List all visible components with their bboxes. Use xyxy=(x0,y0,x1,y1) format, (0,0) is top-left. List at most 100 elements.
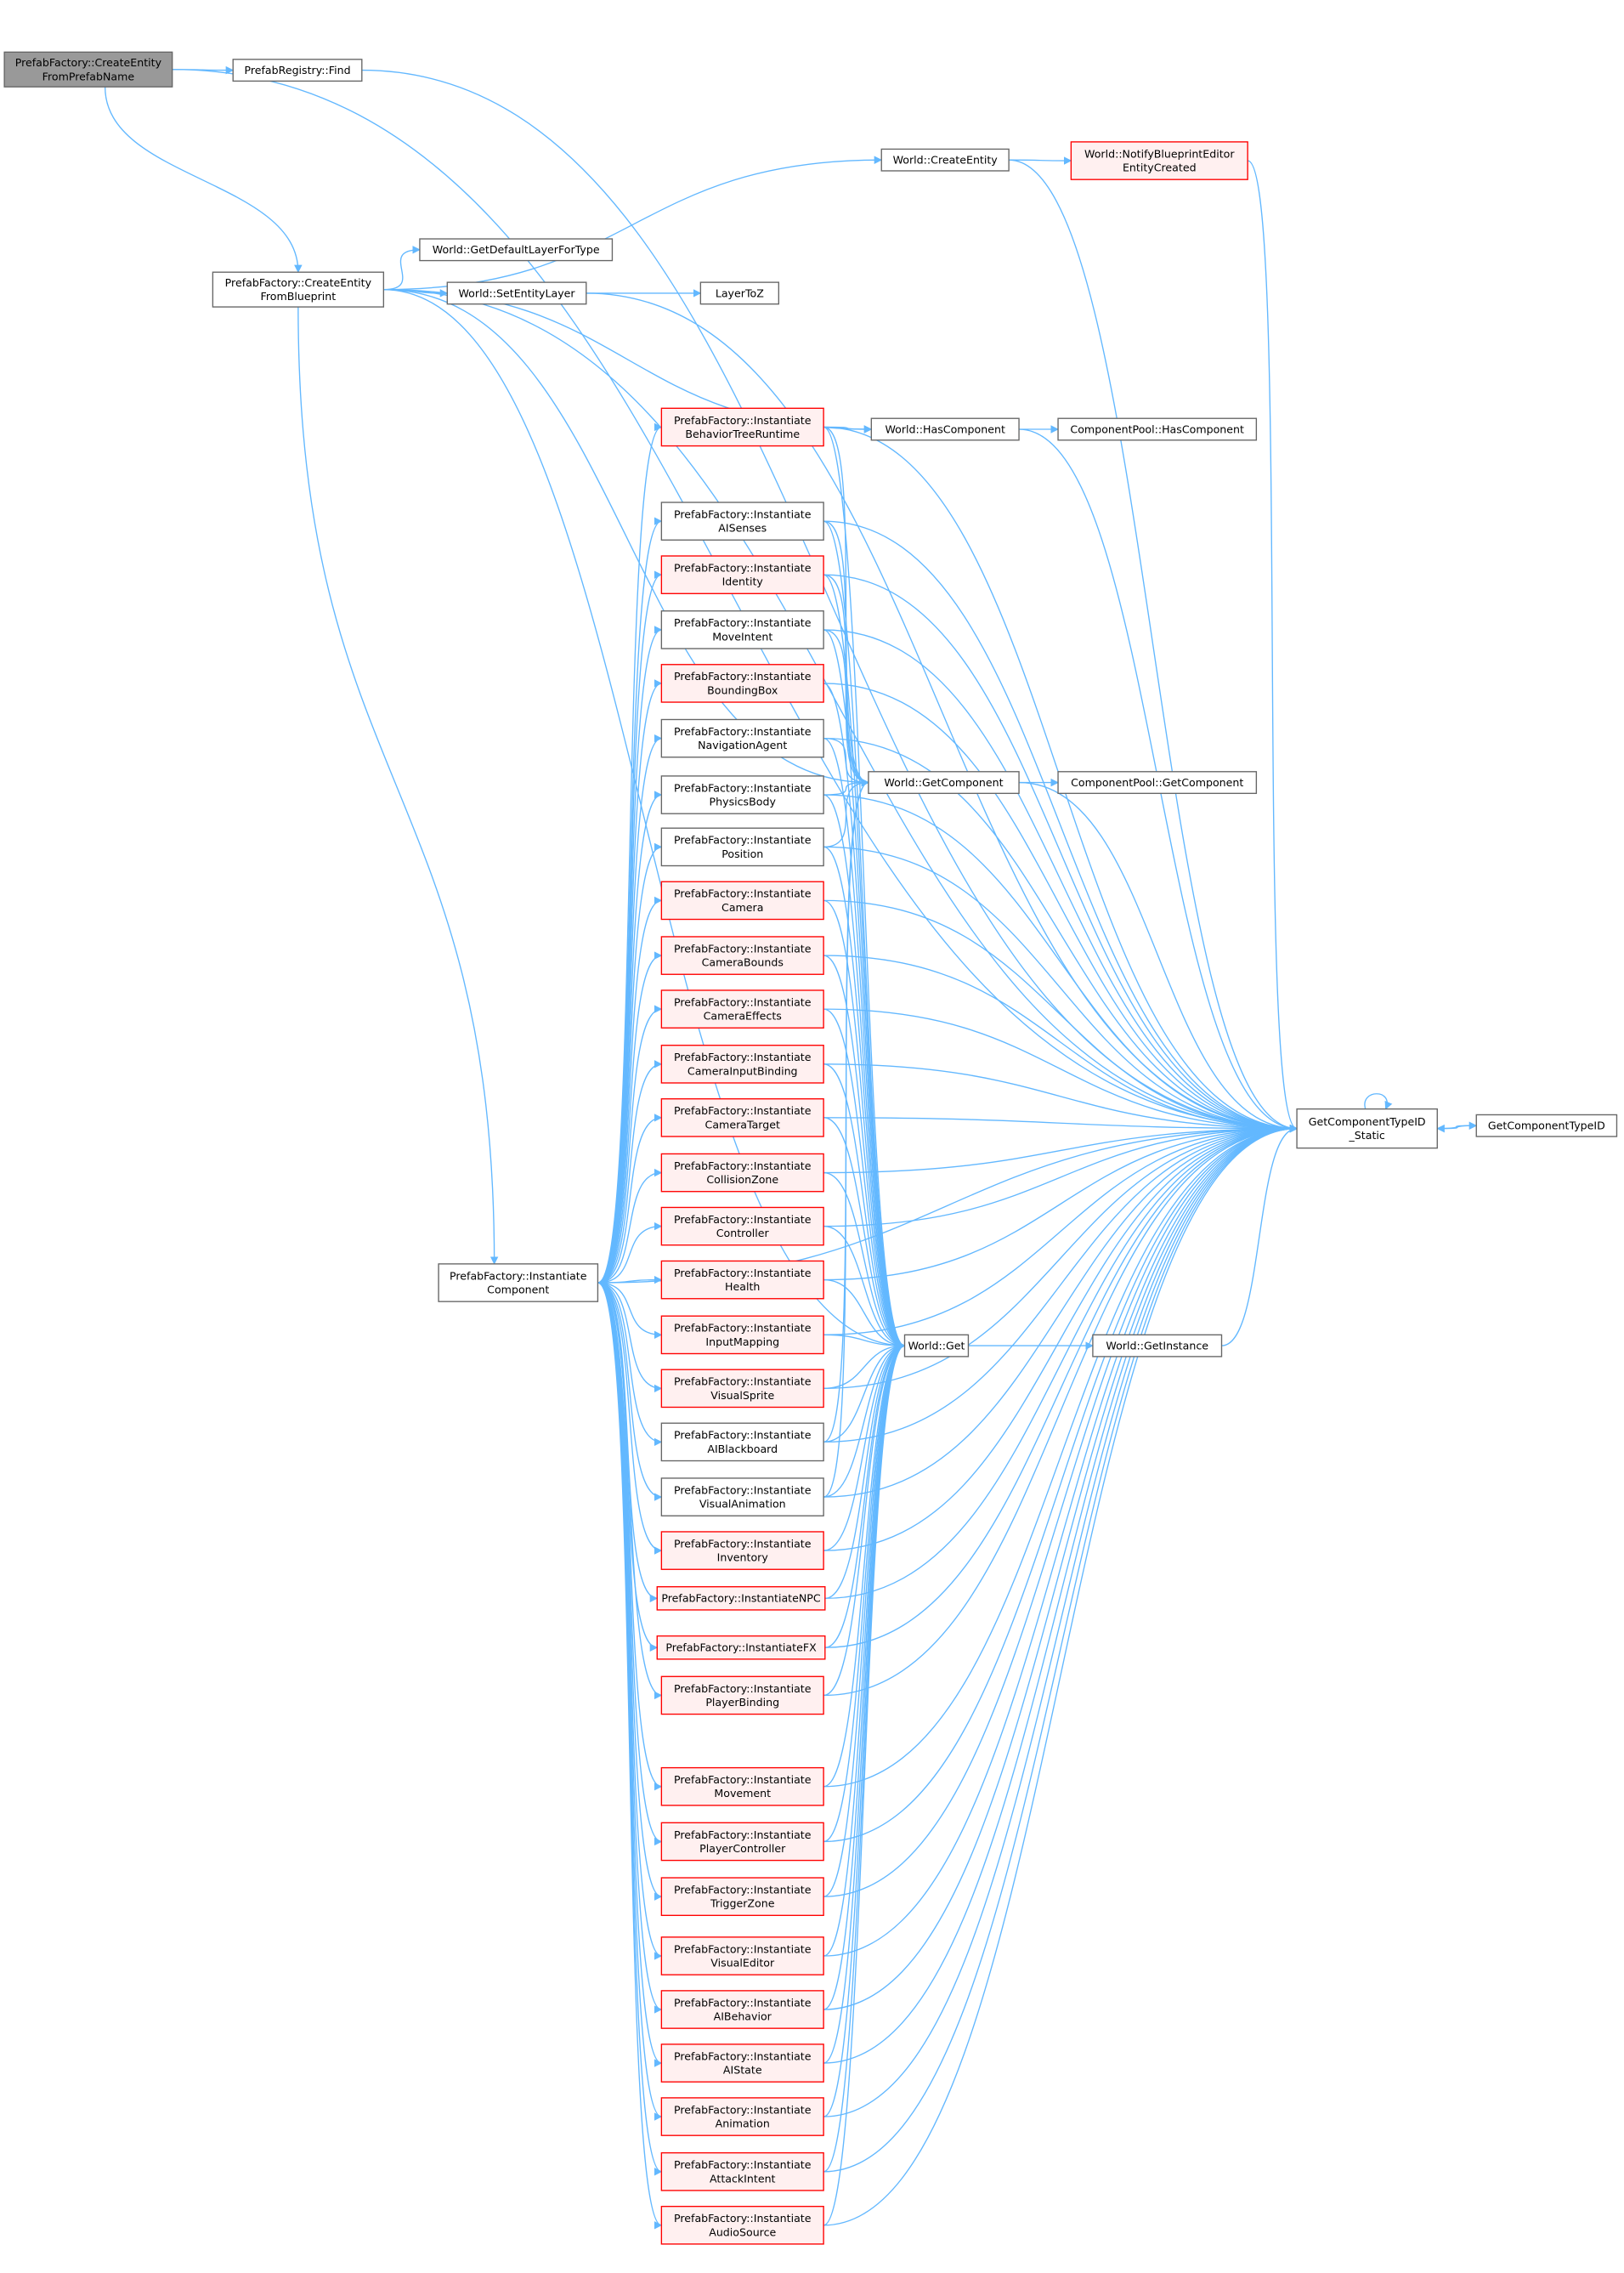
node-get[interactable]: World::Get xyxy=(903,1334,970,1358)
node-gcti[interactable]: GetComponentTypeID xyxy=(1475,1114,1618,1137)
node-poolHas[interactable]: ComponentPool::HasComponent xyxy=(1057,417,1258,441)
node-box xyxy=(903,1334,970,1358)
node-box xyxy=(660,1045,824,1084)
edge-i_bbox-to-gctis xyxy=(823,683,1299,1133)
node-i_btr[interactable]: PrefabFactory::InstantiateBehaviorTreeRu… xyxy=(660,407,824,447)
node-setLayer[interactable]: World::SetEntityLayer xyxy=(446,281,587,305)
edge-i_move-to-gctis xyxy=(823,1124,1299,1788)
node-label: AISenses xyxy=(718,522,767,535)
edge-i_anim-to-get xyxy=(823,1341,906,2117)
node-getComp[interactable]: World::GetComponent xyxy=(868,771,1020,795)
node-i_nav[interactable]: PrefabFactory::InstantiateNavigationAgen… xyxy=(660,718,824,758)
edge-instComp-to-i_vsprite xyxy=(597,1282,663,1393)
node-find[interactable]: PrefabRegistry::Find xyxy=(232,59,363,82)
node-box xyxy=(212,271,385,308)
node-hasComp[interactable]: World::HasComponent xyxy=(870,417,1020,441)
edge-cefb-to-createEntity xyxy=(383,156,883,291)
edge-i_pctrl-to-get xyxy=(823,1341,906,1843)
node-getInst[interactable]: World::GetInstance xyxy=(1092,1334,1223,1358)
edge-gctis-to-gctis xyxy=(1364,1093,1393,1110)
node-i_pctrl[interactable]: PrefabFactory::InstantiatePlayerControll… xyxy=(660,1822,824,1862)
node-label: PrefabFactory::InstantiateNPC xyxy=(661,1592,820,1605)
edge-i_trig-to-get xyxy=(823,1341,906,1897)
edge-i_camt-to-get xyxy=(823,1117,906,1350)
edge-i_pbind-to-gctis xyxy=(823,1124,1299,1697)
edge-instComp-to-i_bbox xyxy=(597,679,663,1284)
node-gctis[interactable]: GetComponentTypeID_Static xyxy=(1296,1108,1438,1149)
edge-i_moveintent-to-get xyxy=(823,629,906,1350)
node-label: PrefabFactory::Instantiate xyxy=(674,670,812,683)
node-i_vanim[interactable]: PrefabFactory::InstantiateVisualAnimatio… xyxy=(660,1477,824,1516)
edge-i_inv-to-gctis xyxy=(823,1124,1299,1551)
edge-i_vedit-to-get xyxy=(823,1341,906,1957)
edge-instComp-to-i_camt xyxy=(597,1114,663,1284)
node-box xyxy=(660,1531,824,1570)
edge-i_vanim-to-get xyxy=(823,1341,906,1498)
edge-i_attack-to-gctis xyxy=(823,1124,1299,2173)
node-label: GetComponentTypeID xyxy=(1488,1119,1605,1132)
edge-getInst-to-gctis xyxy=(1221,1124,1299,1346)
node-label: PrefabFactory::Instantiate xyxy=(674,2103,812,2116)
node-label: InputMapping xyxy=(705,1335,779,1348)
node-label: PrefabFactory::Instantiate xyxy=(674,1828,812,1841)
edge-instComp-to-i_aistate xyxy=(597,1282,663,2067)
edge-i_camb-to-get xyxy=(823,955,906,1350)
node-box xyxy=(660,775,824,814)
edge-i_camb-to-gctis xyxy=(823,955,1299,1133)
node-root[interactable]: PrefabFactory::CreateEntityFromPrefabNam… xyxy=(3,51,173,88)
node-label: Controller xyxy=(716,1227,770,1239)
node-i_fx[interactable]: PrefabFactory::InstantiateFX xyxy=(656,1635,826,1660)
node-label: World::GetDefaultLayerForType xyxy=(433,243,600,256)
edge-createEntity-to-gctis xyxy=(1009,159,1299,1133)
node-box xyxy=(660,1260,824,1300)
edge-i_audio-to-get xyxy=(823,1341,906,2226)
edge-instComp-to-i_coll xyxy=(597,1168,663,1284)
node-box xyxy=(660,1422,824,1462)
node-defLayer[interactable]: World::GetDefaultLayerForType xyxy=(419,238,614,262)
edge-i_pctrl-to-gctis xyxy=(823,1124,1299,1843)
edge-i_moveintent-to-gctis xyxy=(823,629,1299,1133)
node-i_cami[interactable]: PrefabFactory::InstantiateCameraInputBin… xyxy=(660,1045,824,1084)
node-label: World::HasComponent xyxy=(885,422,1005,435)
node-box xyxy=(660,1675,824,1715)
node-notify[interactable]: World::NotifyBlueprintEditorEntityCreate… xyxy=(1070,141,1248,180)
node-label: PrefabFactory::Instantiate xyxy=(674,1375,812,1388)
node-label: ComponentPool::HasComponent xyxy=(1070,422,1244,435)
node-label: AIBlackboard xyxy=(707,1443,778,1455)
edge-i_fx-to-gctis xyxy=(824,1124,1299,1648)
edge-i_cami-to-gctis xyxy=(823,1063,1299,1133)
node-i_npc[interactable]: PrefabFactory::InstantiateNPC xyxy=(656,1586,826,1611)
node-layerToZ[interactable]: LayerToZ xyxy=(699,281,780,305)
node-poolGet[interactable]: ComponentPool::GetComponent xyxy=(1057,771,1258,795)
node-createEntity[interactable]: World::CreateEntity xyxy=(880,148,1010,172)
node-box xyxy=(660,881,824,921)
